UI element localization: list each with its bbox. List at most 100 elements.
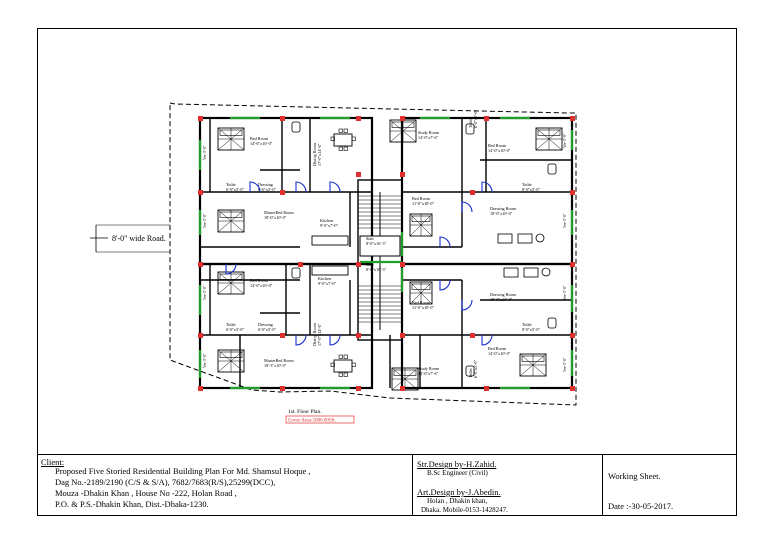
room-size: 14'-6"x10'-0" (250, 141, 273, 146)
wc-fixture (547, 163, 557, 175)
columns (198, 116, 575, 391)
kitchen-counter (311, 265, 349, 276)
room-size: 6'-0"x5'-0" (258, 327, 276, 332)
veranda-label: Ver-3'-0" (562, 213, 567, 228)
room-name: Kitchen (318, 276, 332, 281)
room-size: 14'-0"x10'-0" (488, 351, 511, 356)
client-line-3: Mouza -Dhakin Khan , House No -222, Hola… (55, 488, 237, 498)
room-name: Dining Room (312, 142, 317, 166)
veranda-label: Ver-3'-0" (562, 133, 567, 148)
windows (198, 116, 574, 390)
room-size: 18'-0"x10'-0" (264, 215, 287, 220)
bed (217, 271, 245, 295)
room-label-toilet2: Toilet6'-0"x5'-0" (468, 110, 478, 128)
room-size: 8'-0"x5'-0" (522, 187, 540, 192)
plot-boundary (169, 102, 577, 406)
room-size: 6'-0"x5'-0" (473, 110, 478, 128)
room-name: Bed Room (250, 278, 269, 283)
art-designer-address: Holan , Dhakin khan, (427, 497, 488, 505)
column (356, 333, 361, 338)
room-name: Dressing (258, 322, 274, 327)
sofa-set (497, 233, 545, 244)
covered-area: Cover Area-1806.00Sft. (288, 419, 336, 424)
title-block: Client: Proposed Five Storied Residentia… (37, 454, 737, 516)
room-size: 9'-0"x7'-0" (320, 223, 338, 228)
drawing-sheet-border (37, 28, 737, 516)
room-name: Study Room (418, 130, 440, 135)
furniture (217, 119, 563, 391)
bed (409, 213, 433, 237)
road-marker: 8'-0" wide Road. (90, 224, 170, 253)
door-swing (461, 299, 473, 311)
column (570, 333, 575, 338)
room-size: 6'-0"x5'-0" (258, 187, 276, 192)
covered-area-box (285, 415, 355, 424)
column (470, 333, 475, 338)
room-name: Drawing Room (490, 292, 517, 297)
wc-fixture (291, 121, 301, 133)
room-size: 14'-6"x10'-0" (250, 283, 273, 288)
room-name: Bed Room (250, 136, 269, 141)
column (280, 333, 285, 338)
column (470, 190, 475, 195)
room-name: Kitchen (320, 218, 334, 223)
client-line-2: Dag No.-2189/2190 (C/S & S/A), 7682/7683… (55, 477, 276, 487)
room-name: Toilet (522, 322, 533, 327)
room-size: 8'-0"x5'-0" (522, 327, 540, 332)
column (356, 116, 361, 121)
room-size: 18'-3"x10'-0" (264, 363, 287, 368)
sofa-set (503, 267, 551, 278)
client-line-4: P.O. & P.S.-Dhakin Khan, Dist.-Dhaka-123… (55, 499, 209, 509)
door-swing (439, 279, 451, 291)
wc-fixture (465, 123, 475, 135)
room-name: Stair (366, 236, 375, 241)
column (198, 333, 203, 338)
room-size: 11'-0"x10'-0" (412, 201, 435, 206)
bed (217, 209, 245, 233)
column (198, 190, 203, 195)
client-heading: Client: (41, 457, 65, 467)
column (484, 116, 489, 121)
column (356, 262, 361, 267)
stair-landing (359, 235, 401, 257)
column (356, 386, 361, 391)
door-swing (295, 181, 307, 193)
veranda-label: Ver-3'-0" (202, 145, 207, 160)
road-label: 8'-0" wide Road. (112, 234, 166, 243)
room-size: 6'-0"x5'-0" (473, 360, 478, 378)
veranda-label: Ver-3'-0" (202, 353, 207, 368)
room-size: 14'-0"x7'-6" (418, 371, 439, 376)
room-name: MasterBed Room (264, 358, 294, 363)
kitchen-counter (311, 235, 349, 246)
column (198, 262, 203, 267)
column (484, 386, 489, 391)
room-size: 9'-0"x7'-0" (318, 281, 336, 286)
room-name: MasterBed Room (264, 210, 294, 215)
room-name: Stair (366, 262, 375, 267)
room-name: Bed Room (412, 300, 431, 305)
staircase (357, 179, 403, 341)
dining-table (330, 128, 356, 151)
room-label-dining2: Dining Room17'-0"x14'-6" (312, 322, 322, 346)
bed (409, 281, 433, 305)
room-size: 8'-0"x16'-3" (366, 267, 387, 272)
bed (535, 127, 563, 151)
art-designer-contact: Dhaka. Mobile-0153-1428247. (421, 506, 508, 514)
column (570, 386, 575, 391)
column (570, 190, 575, 195)
